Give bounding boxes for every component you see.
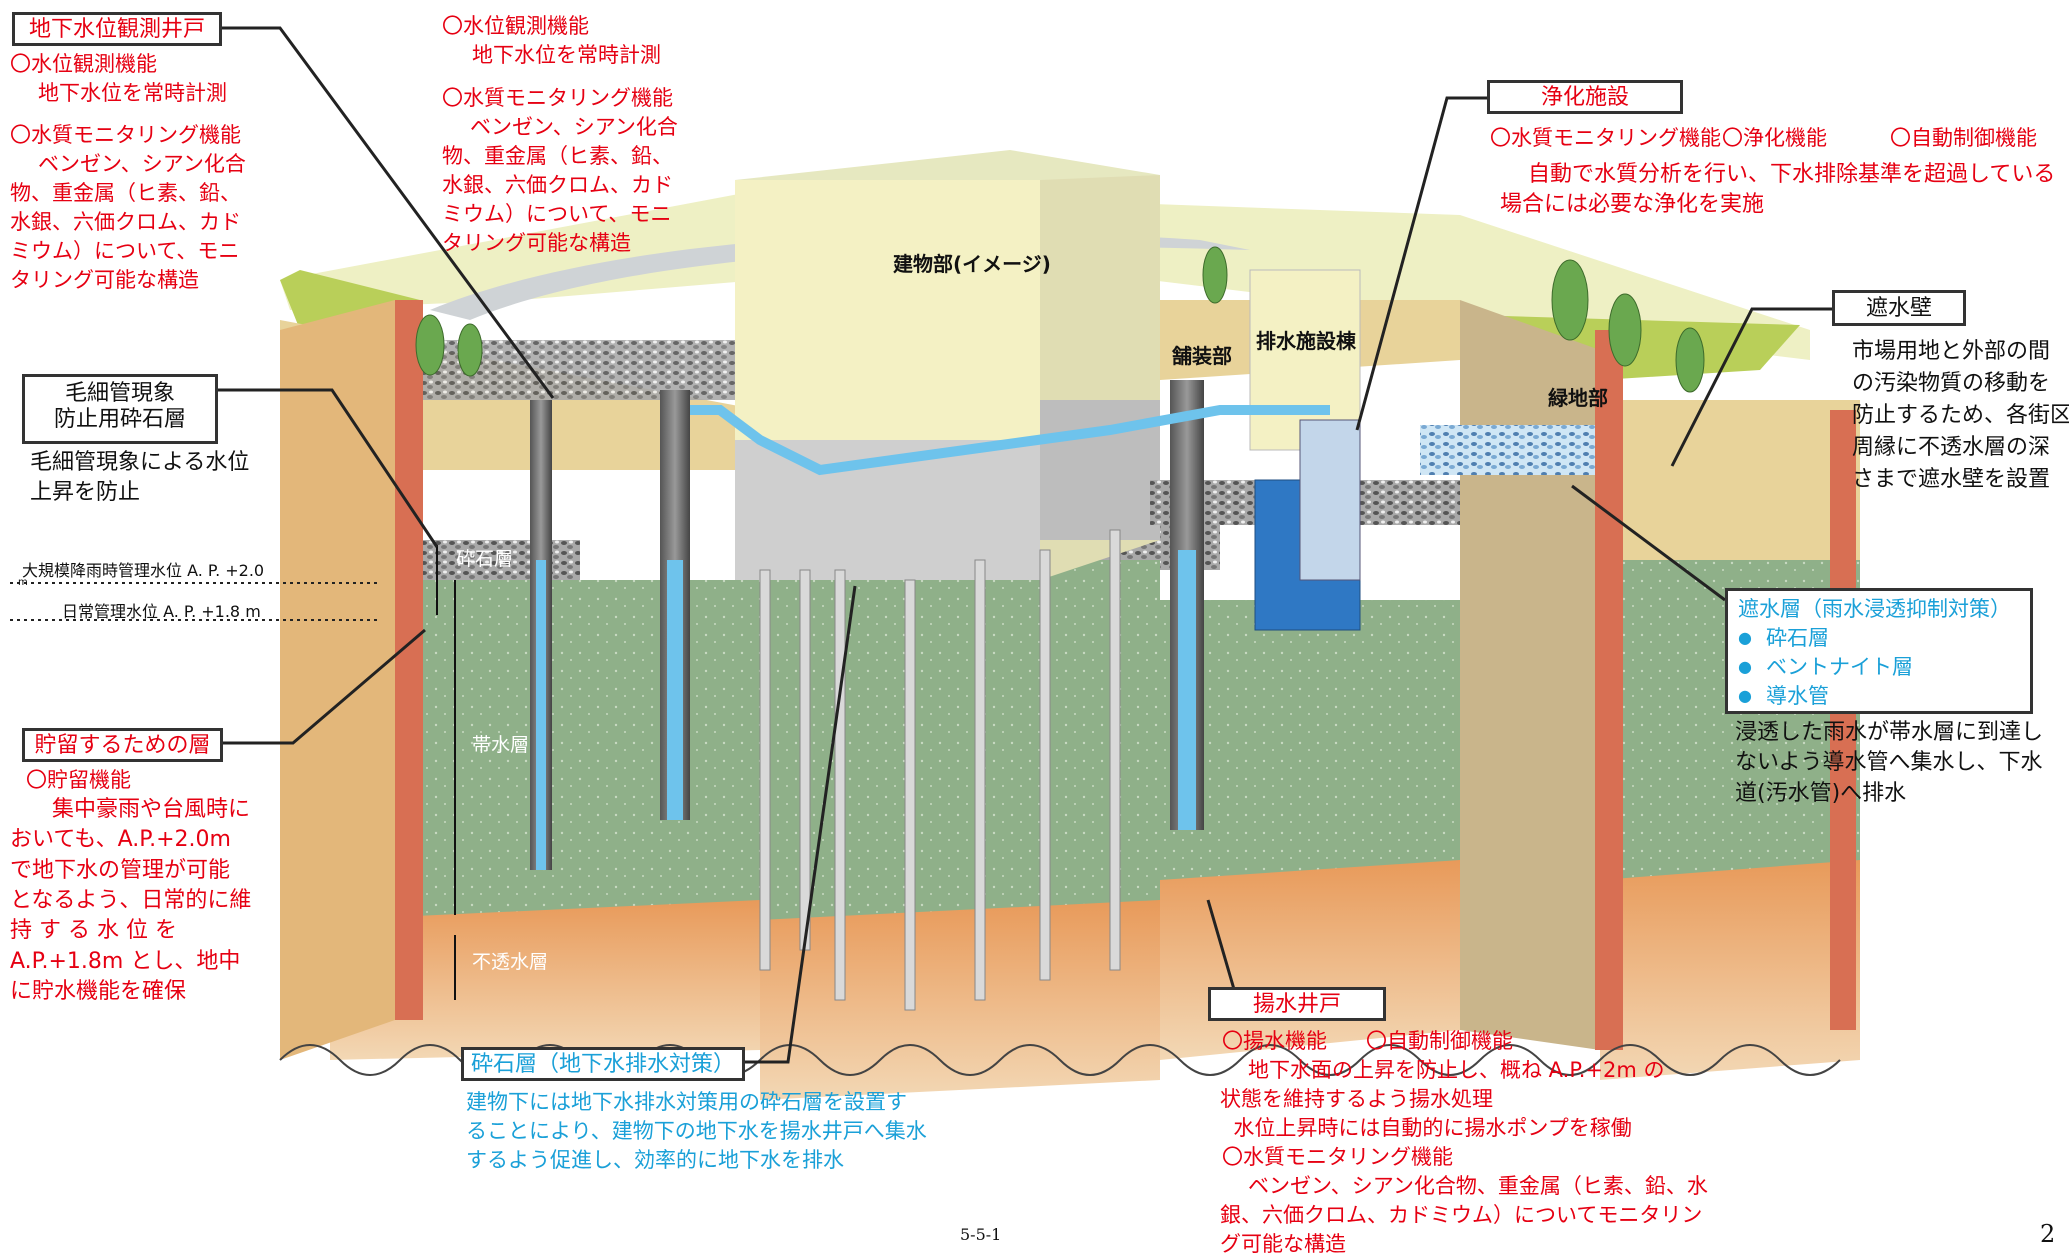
pumping-well-title: 揚水井戸 bbox=[1252, 992, 1341, 1017]
pumping-well-water bbox=[1178, 550, 1196, 830]
observation-well-water bbox=[536, 560, 546, 870]
page-ref: 5-5-1 bbox=[960, 1225, 1002, 1244]
cutoff-wall-desc: 市場用地と外部の間 の汚染物質の移動を 防止するため、各街区 周縁に不透水層の深… bbox=[1852, 339, 2069, 492]
capillary-desc: 毛細管現象による水位 上昇を防止 bbox=[30, 450, 250, 506]
building-front bbox=[735, 180, 1040, 440]
observation-well-f2-desc: ベンゼン、シアン化合 物、重金属（ヒ素、鉛、 水銀、六価クロム、カド ミウム）に… bbox=[10, 152, 246, 292]
capillary-title: 毛細管現象 防止用砕石層 bbox=[53, 381, 186, 433]
center-well-water bbox=[667, 560, 683, 820]
drain-pipe bbox=[690, 405, 1330, 476]
observation-well-f1: 〇水位観測機能 bbox=[10, 52, 157, 76]
purification-f2: 〇浄化機能 bbox=[1722, 126, 1827, 150]
gravel-title-box: 砕石層（地下水排水対策） bbox=[461, 1047, 745, 1081]
cutoff-wall-right bbox=[1595, 330, 1623, 1050]
observation-well-f2: 〇水質モニタリング機能 bbox=[10, 123, 241, 147]
gravel-title: 砕石層（地下水排水対策） bbox=[470, 1052, 735, 1077]
cutoff-layer-item-bentonite: ベントナイト層 bbox=[1738, 653, 2020, 682]
pumping-well-f2: 〇水質モニタリング機能 bbox=[1222, 1145, 1453, 1169]
leader-lines bbox=[218, 26, 1832, 1064]
purification-title: 浄化施設 bbox=[1540, 85, 1629, 110]
capillary-title-box: 毛細管現象 防止用砕石層 bbox=[22, 374, 218, 444]
observation-well-title-box: 地下水位観測井戸 bbox=[12, 12, 222, 46]
pumping-well-desc2: ベンゼン、シアン化合物、重金属（ヒ素、鉛、水 銀、六価クロム、カドミウム）につい… bbox=[1220, 1174, 1708, 1256]
soil-right-aquifer bbox=[1160, 600, 1460, 880]
gravel-layer-label: 砕石層 bbox=[456, 548, 514, 570]
impermeable-label: 不透水層 bbox=[472, 951, 549, 973]
cutoff-layer-desc: 浸透した雨水が帯水層に到達し ないよう導水管へ集水し、下水 道(汚水管)へ排水 bbox=[1735, 720, 2044, 806]
soil-far-right-sand bbox=[1600, 400, 1860, 560]
trees bbox=[415, 246, 1705, 393]
observation-well-title: 地下水位観測井戸 bbox=[28, 17, 205, 42]
cutoff-wall-far bbox=[1830, 410, 1856, 1030]
pumping-well-f1b: 〇自動制御機能 bbox=[1366, 1029, 1513, 1053]
purification-f3: 〇自動制御機能 bbox=[1890, 126, 2037, 150]
page-number: 2 bbox=[2040, 1220, 2056, 1248]
soil-left-block-clay bbox=[330, 900, 760, 1060]
cutoff-wall-title: 遮水壁 bbox=[1865, 296, 1932, 321]
drainage-building-label: 排水施設棟 bbox=[1256, 329, 1356, 353]
level-daily-label: 日常管理水位 A. P. +1.8 m bbox=[62, 602, 261, 621]
pumping-well-desc1: 地下水面の上昇を防止し、概ね A.P.+2m の 状態を維持するよう揚水処理 水… bbox=[1220, 1058, 1665, 1140]
gravel-desc: 建物下には地下水排水対策用の砕石層を設置す ることにより、建物下の地下水を揚水井… bbox=[466, 1090, 927, 1172]
cutoff-wall-title-box: 遮水壁 bbox=[1832, 290, 1966, 326]
soil-center-clay bbox=[760, 900, 1160, 1100]
storage-f1: 〇貯留機能 bbox=[26, 768, 131, 792]
pumping-well-title-box: 揚水井戸 bbox=[1208, 987, 1386, 1021]
pavement-label: 舗装部 bbox=[1172, 344, 1232, 368]
soil-right-face bbox=[1460, 300, 1600, 1050]
cutoff-layer-title: 遮水層（雨水浸透抑制対策） bbox=[1738, 597, 2011, 621]
storage-desc: 集中豪雨や台風時に おいても、A.P.+2.0m で地下水の管理が可能 となるよ… bbox=[10, 797, 252, 1005]
green-label: 緑地部 bbox=[1548, 386, 1608, 410]
purification-title-box: 浄化施設 bbox=[1487, 80, 1683, 114]
purification-tank-top bbox=[1299, 419, 1361, 581]
soil-center-aquifer bbox=[760, 560, 1160, 930]
cutoff-layer-item-pipe: 導水管 bbox=[1738, 682, 2020, 711]
cutoff-layer-item-gravel: 砕石層 bbox=[1738, 624, 2020, 653]
top-center-f2-desc: ベンゼン、シアン化合 物、重金属（ヒ素、鉛、 水銀、六価クロム、カド ミウム）に… bbox=[442, 115, 678, 255]
cutoff-wall-left bbox=[395, 300, 423, 1020]
cutoff-layer-box: 遮水層（雨水浸透抑制対策） 砕石層 ベントナイト層 導水管 bbox=[1725, 588, 2033, 714]
soil-left-face bbox=[280, 300, 395, 1060]
observation-well-f1-desc: 地下水位を常時計測 bbox=[38, 81, 227, 105]
storage-title-box: 貯留するための層 bbox=[22, 728, 223, 762]
cutoff-layer-gravel bbox=[1420, 425, 1600, 475]
pumping-well-f1: 〇揚水機能 bbox=[1222, 1029, 1327, 1053]
soil-far-right-clay bbox=[1600, 860, 1860, 1080]
building-label: 建物部(イメージ) bbox=[893, 252, 1051, 276]
top-center-f2: 〇水質モニタリング機能 bbox=[442, 86, 673, 110]
top-center-f1: 〇水位観測機能 bbox=[442, 14, 589, 38]
top-center-f1-desc: 地下水位を常時計測 bbox=[472, 43, 661, 67]
storage-title: 貯留するための層 bbox=[34, 733, 211, 758]
dimension-arrows bbox=[436, 545, 456, 1000]
purification-desc: 自動で水質分析を行い、下水排除基準を超過している 場合には必要な浄化を実施 bbox=[1500, 162, 2056, 218]
purification-f1: 〇水質モニタリング機能 bbox=[1490, 126, 1721, 150]
aquifer-label: 帯水層 bbox=[472, 734, 530, 756]
